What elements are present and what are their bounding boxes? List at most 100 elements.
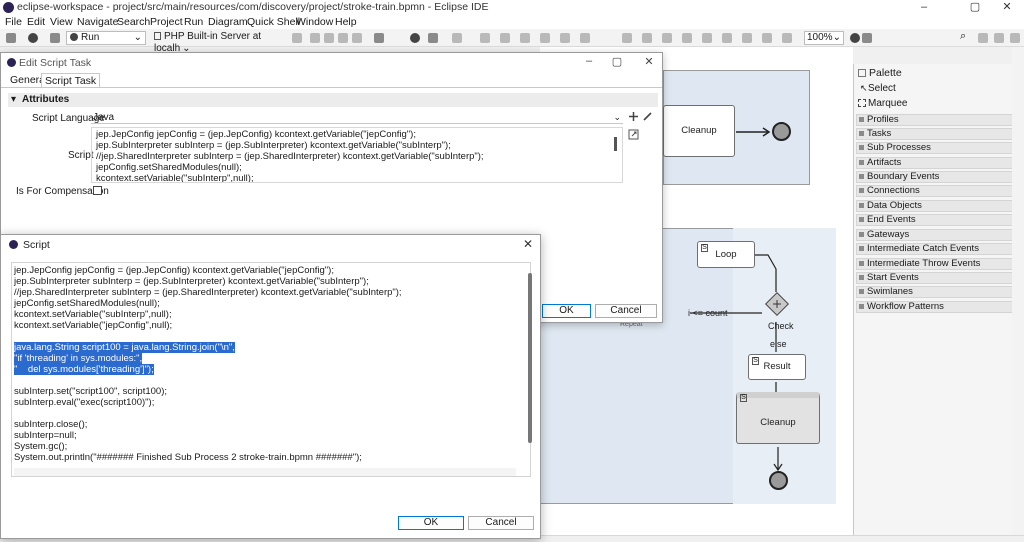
settings-tool-icon[interactable] — [6, 33, 16, 43]
ok-button[interactable]: OK — [542, 304, 591, 318]
drawer-end-events[interactable]: End Events — [856, 214, 1024, 226]
drawer-workflow-patterns[interactable]: Workflow Patterns — [856, 301, 1024, 313]
layout-icon[interactable] — [622, 33, 632, 43]
ok-button[interactable]: OK — [398, 516, 464, 530]
drawer-intermediate-throw-events[interactable]: Intermediate Throw Events — [856, 258, 1024, 270]
new-icon[interactable] — [292, 33, 302, 43]
drawer-artifacts[interactable]: Artifacts — [856, 157, 1024, 169]
cleanup-task-top[interactable]: Cleanup — [663, 105, 735, 157]
drawer-intermediate-catch-events[interactable]: Intermediate Catch Events — [856, 243, 1024, 255]
close-window-button[interactable]: ✕ — [1002, 1, 1012, 13]
search-tool-icon[interactable] — [480, 33, 490, 43]
search-icon[interactable]: ⌕ — [960, 30, 967, 42]
menu-window[interactable]: Window — [296, 16, 334, 28]
tool-marquee[interactable]: Marquee — [858, 97, 907, 110]
font-icon[interactable] — [642, 33, 652, 43]
menu-edit[interactable]: Edit — [27, 16, 46, 28]
cloud-icon[interactable] — [850, 33, 860, 43]
save-all-icon[interactable] — [324, 33, 334, 43]
code-line: System.gc(); — [14, 441, 528, 452]
menu-run[interactable]: Run — [184, 16, 204, 28]
drawer-gateways[interactable]: Gateways — [856, 229, 1024, 241]
link-icon[interactable] — [452, 33, 462, 43]
end-event-top[interactable] — [772, 122, 791, 141]
align-icon[interactable] — [520, 33, 530, 43]
cancel-button[interactable]: Cancel — [595, 304, 657, 318]
annotation-icon[interactable] — [500, 33, 510, 43]
minimize-button[interactable]: – — [920, 1, 928, 13]
run-config-select[interactable]: Run ⌄ — [66, 31, 146, 45]
menu-project[interactable]: Project — [150, 16, 183, 28]
terminate-icon[interactable] — [50, 33, 60, 43]
distribute-icon[interactable] — [540, 33, 550, 43]
sequence-flow[interactable] — [755, 254, 777, 292]
lock-icon[interactable] — [862, 33, 872, 43]
tab-general[interactable]: General — [10, 74, 48, 86]
pointer-icon: ↖ — [860, 83, 868, 93]
perspective-java-icon[interactable] — [994, 33, 1004, 43]
menu-navigate[interactable]: Navigate — [77, 16, 119, 28]
tab-script-task[interactable]: Script Task — [41, 73, 101, 87]
undo-icon[interactable] — [352, 33, 362, 43]
arrange-icon[interactable] — [722, 33, 732, 43]
external-tools-icon[interactable] — [428, 33, 438, 43]
tool-select[interactable]: ↖Select — [858, 82, 896, 95]
drawer-start-events[interactable]: Start Events — [856, 272, 1024, 284]
check-gateway[interactable] — [764, 291, 790, 317]
script-scrollbar[interactable] — [614, 137, 617, 151]
menu-diagram[interactable]: Diagram — [208, 16, 248, 28]
menu-view[interactable]: View — [50, 16, 73, 28]
attributes-section[interactable]: Attributes — [8, 93, 658, 107]
drawer-boundary-events[interactable]: Boundary Events — [856, 171, 1024, 183]
drawer-tasks[interactable]: Tasks — [856, 128, 1024, 140]
pencil-icon[interactable] — [642, 111, 653, 122]
debug-icon[interactable] — [374, 33, 384, 43]
save-icon[interactable] — [310, 33, 320, 43]
code-text: subInterp.close(); — [14, 419, 88, 430]
script-textarea[interactable]: jep.JepConfig jepConfig = (jep.JepConfig… — [91, 127, 623, 183]
open-editor-icon[interactable] — [628, 129, 639, 140]
script-language-select[interactable]: Java ⌄ — [91, 112, 623, 124]
maximize-button[interactable]: ▢ — [969, 1, 981, 13]
add-icon[interactable] — [628, 111, 639, 122]
perspective-debug-icon[interactable] — [1010, 33, 1020, 43]
perspective-icon[interactable] — [978, 33, 988, 43]
drawer-swimlanes[interactable]: Swimlanes — [856, 286, 1024, 298]
code-line: //jep.SharedInterpreter subInterp = (jep… — [14, 287, 528, 298]
script-editor[interactable]: jep.JepConfig jepConfig = (jep.JepConfig… — [11, 262, 532, 477]
forward-icon[interactable] — [580, 33, 590, 43]
drawer-sub-processes[interactable]: Sub Processes — [856, 142, 1024, 154]
cancel-button[interactable]: Cancel — [468, 516, 534, 530]
menu-help[interactable]: Help — [335, 16, 357, 28]
dialog-title: Script — [23, 239, 50, 251]
close-button[interactable]: ✕ — [644, 56, 654, 68]
server-select[interactable]: PHP Built-in Server at localh⌄ — [151, 31, 282, 54]
maximize-button[interactable]: ▢ — [611, 56, 623, 68]
route-icon[interactable] — [742, 33, 752, 43]
menu-file[interactable]: File — [5, 16, 22, 28]
snap-icon[interactable] — [762, 33, 772, 43]
fill-color-icon[interactable] — [662, 33, 672, 43]
back-icon[interactable] — [560, 33, 570, 43]
vertical-scrollbar[interactable] — [528, 273, 532, 443]
run-last-icon[interactable] — [410, 33, 420, 43]
print-icon[interactable] — [338, 33, 348, 43]
horizontal-scrollbar[interactable] — [14, 468, 516, 476]
minimize-button[interactable]: – — [585, 55, 593, 67]
zoom-select[interactable]: 100%⌄ — [804, 31, 844, 45]
drawer-profiles[interactable]: Profiles — [856, 114, 1024, 126]
close-button[interactable]: ✕ — [523, 237, 534, 251]
menu-search[interactable]: Search — [117, 16, 151, 28]
end-event-bottom[interactable] — [769, 471, 788, 490]
menu-quick-shell[interactable]: Quick Shell — [247, 16, 301, 28]
stop-icon[interactable] — [28, 33, 38, 43]
compensation-checkbox[interactable] — [93, 186, 102, 195]
zoom-in-icon[interactable] — [782, 33, 792, 43]
drawer-data-objects[interactable]: Data Objects — [856, 200, 1024, 212]
line-color-icon[interactable] — [682, 33, 692, 43]
drawer-connections[interactable]: Connections — [856, 185, 1024, 197]
line-style-icon[interactable] — [702, 33, 712, 43]
